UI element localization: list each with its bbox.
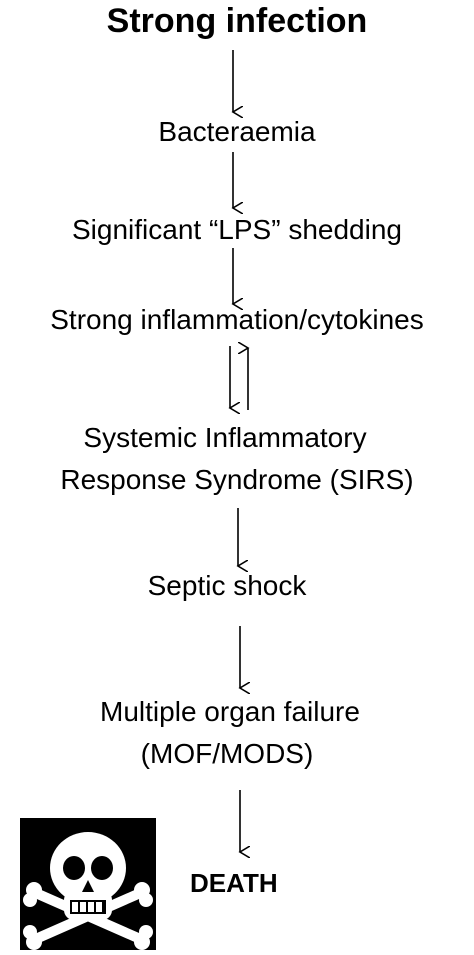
step-death: DEATH [190,868,278,898]
step-mof-line-1: Multiple organ failure [100,696,360,727]
diagram-title: Strong infection [106,2,368,40]
step-septic-shock: Septic shock [147,570,307,601]
step-inflammation: Strong inflammation/cytokines [50,304,424,335]
step-sirs-line-2: Response Syndrome (SIRS) [60,464,414,495]
step-sirs-line-1: Systemic Inflammatory [83,422,367,453]
step-bacteraemia: Bacteraemia [158,116,316,147]
step-lps-shedding: Significant “LPS” shedding [72,214,402,245]
step-mof-line-2: (MOF/MODS) [140,738,314,769]
skull-and-crossbones-icon [20,818,156,950]
